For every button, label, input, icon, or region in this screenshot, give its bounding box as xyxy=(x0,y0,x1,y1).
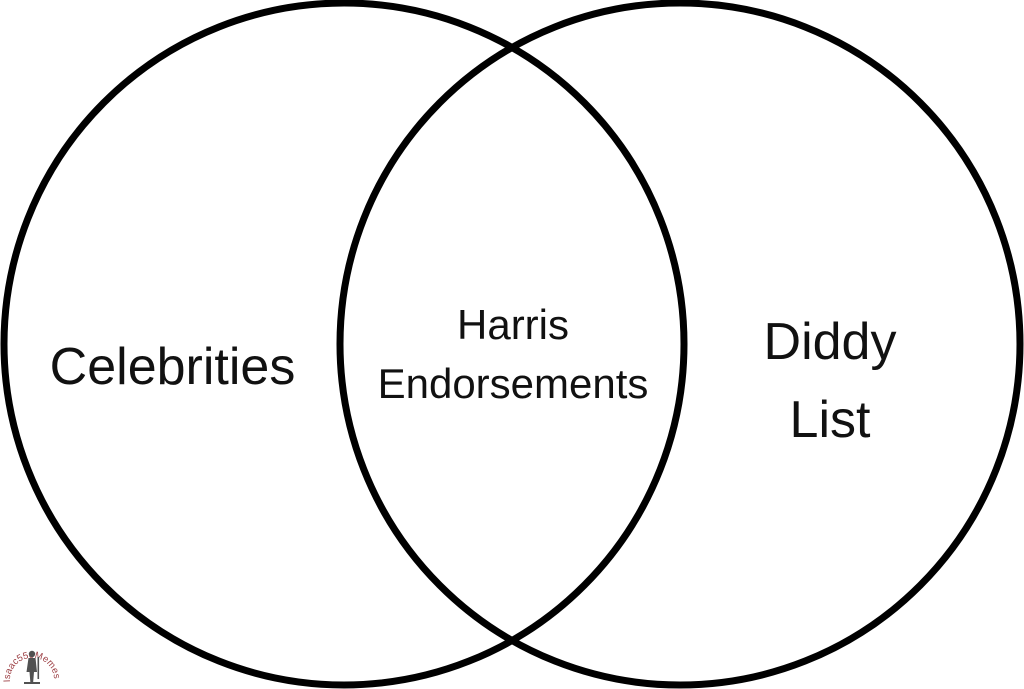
right-set-label-line-2: List xyxy=(789,391,871,449)
right-set-label-line-1: Diddy xyxy=(763,313,897,371)
left-circle xyxy=(0,0,688,689)
left-set-label-line: Celebrities xyxy=(49,338,296,396)
watermark-logo: Isaac556Memes xyxy=(2,650,60,684)
intersection-label-line-1: Harris xyxy=(457,301,569,348)
soldier-silhouette-icon xyxy=(24,650,40,684)
left-set-label: Celebrities xyxy=(30,338,315,396)
right-circle xyxy=(336,0,1024,689)
intersection-label: Harris Endorsements xyxy=(348,296,678,414)
right-set-label: Diddy List xyxy=(735,303,925,459)
intersection-label-line-2: Endorsements xyxy=(377,359,649,407)
